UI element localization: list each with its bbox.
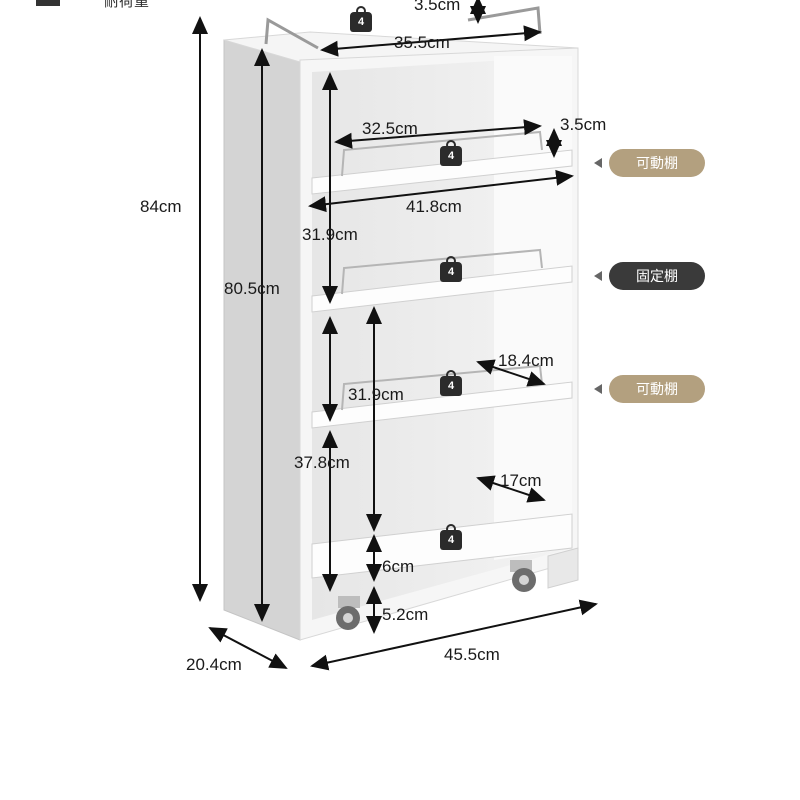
arrow-shelf-width xyxy=(308,169,574,213)
label-rail-height: 3.5cm xyxy=(560,115,607,134)
tag-movable-shelf-2: 可動棚 xyxy=(609,375,705,403)
arrow-depth xyxy=(208,627,288,669)
label-depth-mid: 18.4cm xyxy=(498,351,554,370)
label-rail-width: 32.5cm xyxy=(362,119,418,138)
label-top-gap: 3.5cm xyxy=(414,0,461,14)
weight-icon-top: 4 xyxy=(350,6,372,32)
label-depth: 20.4cm xyxy=(186,655,242,674)
arrow-width xyxy=(310,599,598,671)
label-bottom-depth: 17cm xyxy=(500,471,542,490)
arrow-rail-width xyxy=(334,119,542,149)
pointer-icon-movable-1 xyxy=(594,158,602,168)
arrow-depth-mid xyxy=(476,359,546,387)
label-bottom-rail: 6cm xyxy=(382,557,415,576)
shelf-2 xyxy=(311,265,573,313)
pointer-icon-fixed xyxy=(594,271,602,281)
arrow-bottom-depth xyxy=(476,475,546,503)
tag-movable-shelf-1: 可動棚 xyxy=(609,149,705,177)
label-mid-shelf-gap: 31.9cm xyxy=(348,385,404,404)
header-cut-text: 耐荷重 xyxy=(104,0,150,10)
label-shelf-width: 41.8cm xyxy=(406,197,462,216)
label-lower-height: 37.8cm xyxy=(294,453,350,472)
caster-back xyxy=(510,560,536,592)
top-rail xyxy=(264,6,542,50)
label-caster-height: 5.2cm xyxy=(382,605,429,624)
label-total-height: 84cm xyxy=(140,197,182,216)
rail-2 xyxy=(341,248,543,295)
caster-front xyxy=(336,596,360,630)
header-mark xyxy=(36,0,60,6)
weight-icon-shelf-2: 4 xyxy=(440,256,462,282)
weight-icon-shelf-1: 4 xyxy=(440,140,462,166)
label-side-height: 80.5cm xyxy=(224,279,280,298)
label-top-width: 35.5cm xyxy=(394,33,450,52)
label-upper-shelf-gap: 31.9cm xyxy=(302,225,358,244)
weight-icon-bottom: 4 xyxy=(440,524,462,550)
weight-icon-shelf-3: 4 xyxy=(440,370,462,396)
tag-fixed-shelf: 固定棚 xyxy=(609,262,705,290)
arrow-top-width xyxy=(320,25,542,57)
right-foot-panel xyxy=(547,547,579,589)
pointer-icon-movable-2 xyxy=(594,384,602,394)
label-width: 45.5cm xyxy=(444,645,500,664)
